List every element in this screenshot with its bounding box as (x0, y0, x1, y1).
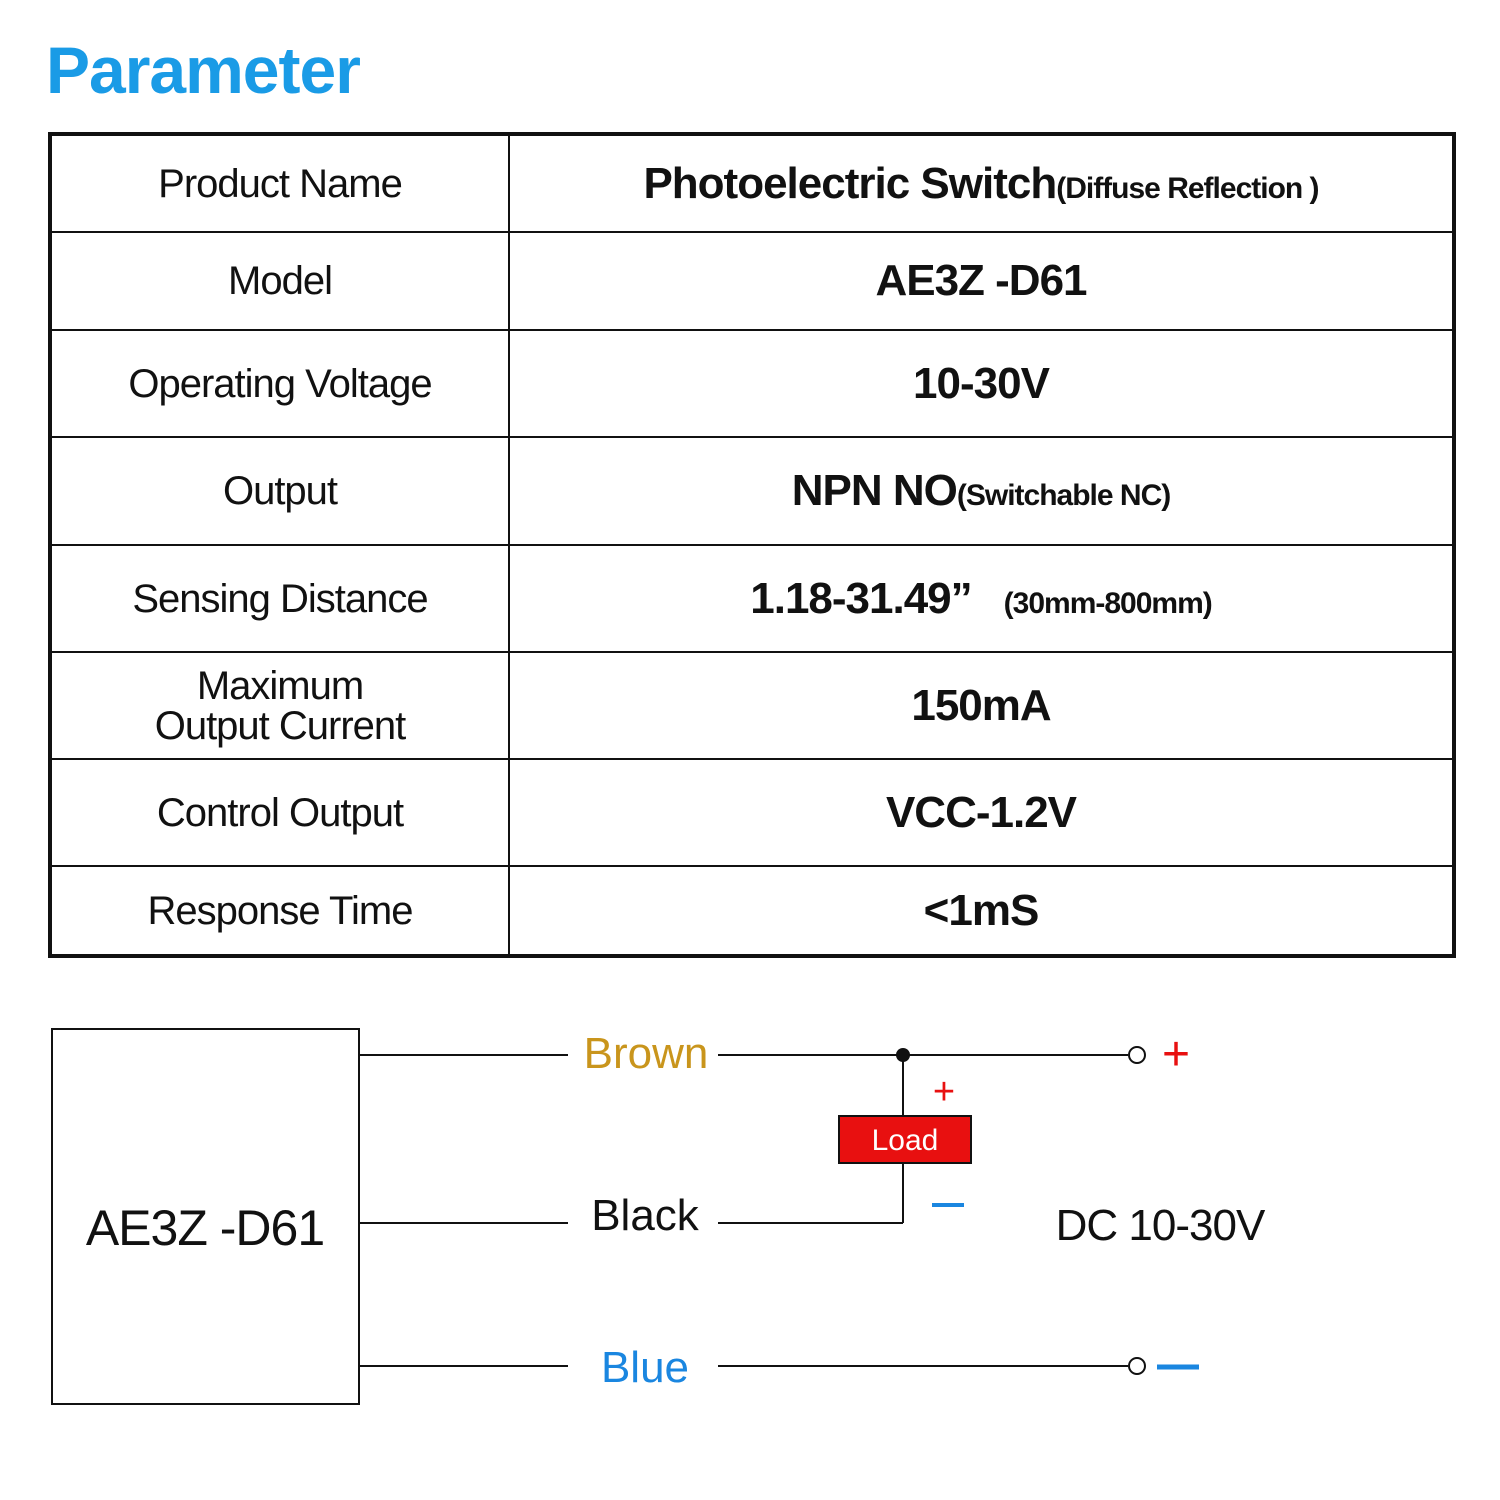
value-note: (Switchable NC) (956, 479, 1171, 512)
black-wire-label: Black (591, 1191, 700, 1240)
row-label: Sensing Distance (49, 544, 510, 653)
value-main: 1.18-31.49” (750, 573, 972, 623)
row-label: Maximum Output Current (49, 651, 510, 760)
row-label: Product Name (49, 133, 510, 233)
row-value: Photoelectric Switch(Diffuse Reflection … (508, 133, 1455, 233)
device-label: AE3Z -D61 (86, 1200, 324, 1256)
blue-wire-label: Blue (601, 1343, 689, 1392)
row-value: <1mS (508, 865, 1455, 957)
row-value: 1.18-31.49” (30mm-800mm) (508, 544, 1455, 653)
row-label: Control Output (49, 758, 510, 867)
table-row: Output NPN NO(Switchable NC) (49, 436, 1455, 546)
row-value: 10-30V (508, 329, 1455, 438)
load-plus-sign: + (933, 1071, 955, 1113)
row-label: Output (49, 436, 510, 546)
supply-label: DC 10-30V (1056, 1201, 1266, 1250)
row-value: AE3Z -D61 (508, 231, 1455, 331)
row-value: NPN NO(Switchable NC) (508, 436, 1455, 546)
device-box (51, 1028, 360, 1405)
table-row: Sensing Distance 1.18-31.49” (30mm-800mm) (49, 544, 1455, 653)
row-label: Model (49, 231, 510, 331)
row-label: Response Time (49, 865, 510, 957)
load-label: Load (872, 1124, 939, 1157)
table-row: Model AE3Z -D61 (49, 231, 1455, 331)
load-box (838, 1115, 972, 1164)
value-main: NPN NO (791, 466, 958, 515)
positive-terminal (1128, 1046, 1146, 1064)
table-row: Response Time <1mS (49, 865, 1455, 957)
negative-terminal (1128, 1357, 1146, 1375)
table-row: Operating Voltage 10-30V (49, 329, 1455, 438)
table-row: Product Name Photoelectric Switch(Diffus… (49, 133, 1455, 233)
table-row: Control Output VCC-1.2V (49, 758, 1455, 867)
parameter-table: Product Name Photoelectric Switch(Diffus… (48, 132, 1456, 958)
row-value: 150mA (508, 651, 1455, 760)
value-note: (Diffuse Reflection ) (1056, 171, 1319, 205)
page-title: Parameter (46, 33, 361, 107)
value-main: Photoelectric Switch (643, 158, 1057, 208)
table-row: Maximum Output Current 150mA (49, 651, 1455, 760)
row-label: Operating Voltage (49, 329, 510, 438)
value-note: (30mm-800mm) (1003, 586, 1213, 620)
label-line: Maximum (196, 663, 364, 708)
row-value: VCC-1.2V (508, 758, 1455, 867)
label-line: Output Current (154, 703, 407, 748)
positive-sign: + (1162, 1028, 1190, 1081)
brown-wire-label: Brown (584, 1029, 709, 1078)
